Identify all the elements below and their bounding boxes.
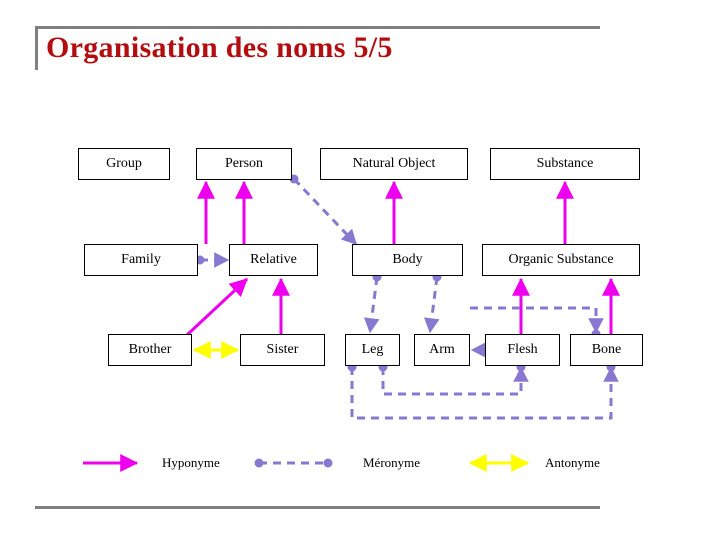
node-arm[interactable]: Arm [414, 334, 470, 366]
legend-label-antonyme: Antonyme [545, 455, 600, 470]
edge-group-meronym [200, 177, 619, 420]
edge-leg-flesh [381, 366, 529, 396]
node-body[interactable]: Body [352, 244, 463, 276]
node-label: Natural Object [352, 156, 436, 171]
node-label: Flesh [507, 342, 538, 357]
node-person[interactable]: Person [196, 148, 292, 180]
legend-meronym-dot-left [254, 458, 264, 468]
title-rule-left [35, 26, 38, 70]
node-organic-substance[interactable]: Organic Substance [482, 244, 640, 276]
node-label: Arm [429, 342, 455, 357]
footer-rule [35, 506, 600, 509]
node-label: Brother [128, 342, 172, 357]
title-rule-top [35, 26, 600, 29]
node-label: Leg [361, 342, 384, 357]
node-label: Body [392, 252, 423, 267]
node-label: Substance [536, 156, 594, 171]
node-label: Person [224, 156, 264, 171]
edge-body-arm [424, 276, 440, 334]
node-label: Bone [591, 342, 622, 357]
node-natural-object[interactable]: Natural Object [320, 148, 468, 180]
edge-body-leg [364, 276, 380, 334]
node-group[interactable]: Group [78, 148, 170, 180]
node-label: Family [121, 252, 161, 267]
node-relative[interactable]: Relative [229, 244, 318, 276]
node-leg[interactable]: Leg [345, 334, 400, 366]
node-flesh[interactable]: Flesh [485, 334, 560, 366]
legend-glyphs [83, 454, 530, 472]
legend-label-hyponyme: Hyponyme [162, 455, 220, 470]
node-brother[interactable]: Brother [108, 334, 192, 366]
edge-person-body [292, 177, 358, 246]
node-label: Sister [266, 342, 299, 357]
node-label: Organic Substance [508, 252, 614, 267]
node-substance[interactable]: Substance [490, 148, 640, 180]
node-label: Group [106, 156, 142, 171]
edge-arm-bone [470, 306, 604, 334]
node-sister[interactable]: Sister [240, 334, 325, 366]
node-family[interactable]: Family [84, 244, 198, 276]
node-bone[interactable]: Bone [570, 334, 643, 366]
node-label: Relative [250, 252, 297, 267]
page-title: Organisation des noms 5/5 [46, 31, 393, 64]
legend-label-meronyme: Méronyme [363, 455, 421, 470]
edge-group-hyponym [156, 180, 620, 364]
legend-meronym-dot-right [323, 458, 333, 468]
